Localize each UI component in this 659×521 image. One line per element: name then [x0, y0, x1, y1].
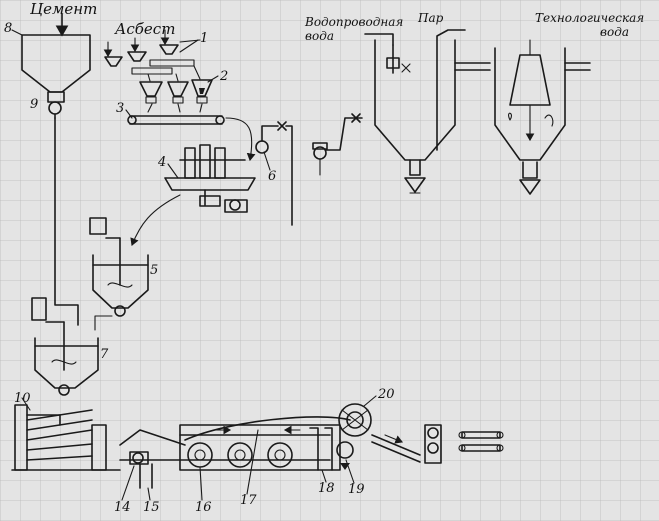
asbestos-hoppers — [139, 65, 213, 113]
asbestos-mixer — [164, 144, 256, 213]
callout-20: 20 — [377, 387, 395, 402]
callout-4: 4 — [157, 155, 166, 170]
callout-19: 19 — [348, 482, 365, 497]
callout-18: 18 — [318, 481, 335, 496]
process-water-tank — [494, 39, 591, 195]
callout-14: 14 — [114, 500, 131, 515]
water-heater-tank — [364, 29, 491, 194]
callout-7: 7 — [100, 347, 109, 362]
forming-cylinders — [179, 424, 341, 471]
callout-9: 9 — [30, 97, 38, 112]
water-pump-6 — [255, 121, 293, 226]
sheet-conveyor — [371, 424, 504, 464]
callout-8: 8 — [4, 21, 12, 36]
tap-water-label-line2: вода — [305, 29, 334, 43]
asbestos-label: Асбест — [114, 20, 175, 38]
callout-16: 16 — [195, 500, 212, 515]
callout-2: 2 — [219, 69, 228, 84]
asbestos-conveyor — [127, 115, 256, 162]
asbestos-bins — [103, 29, 201, 75]
callout-leaders — [11, 29, 377, 501]
process-water-label-line1: Технологическая — [535, 11, 644, 25]
process-water-label-line2: вода — [600, 25, 629, 39]
callout-17: 17 — [240, 493, 257, 508]
cement-line — [54, 117, 79, 326]
callout-5: 5 — [150, 263, 158, 278]
callout-3: 3 — [116, 101, 124, 116]
slurry-vat — [119, 429, 331, 489]
sheet-stacker-10 — [11, 404, 121, 471]
callout-6: 6 — [268, 169, 276, 184]
callout-15: 15 — [143, 500, 160, 515]
slurry-tank-5 — [89, 194, 181, 331]
format-drum-20 — [336, 403, 372, 470]
cement-label: Цемент — [30, 0, 97, 18]
mixing-tank-7 — [31, 297, 99, 396]
felt-belt — [184, 416, 351, 441]
callout-1: 1 — [200, 31, 208, 46]
water-supply-pump — [312, 113, 363, 176]
tap-water-label-line1: Водопроводная — [304, 15, 403, 29]
steam-label: Пар — [417, 11, 444, 25]
